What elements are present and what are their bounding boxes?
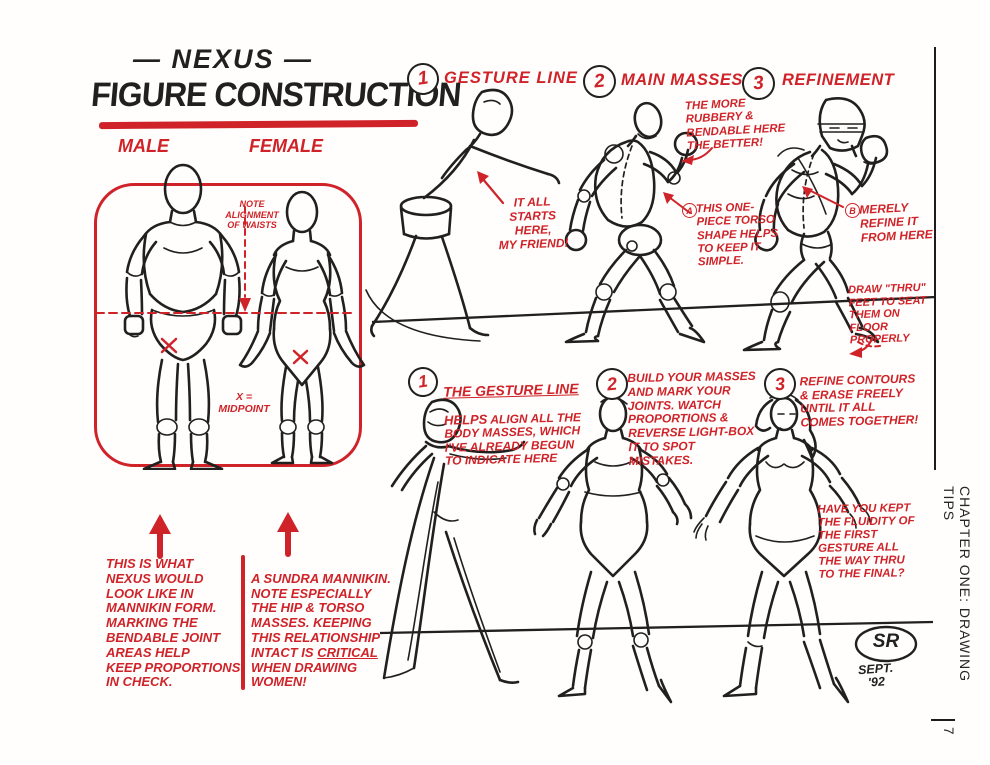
female-mannikin-drawing — [238, 190, 366, 465]
top-figure-refined-drawing — [742, 97, 889, 352]
one-piece-torso-note: THIS ONE- PIECE TORSO SHAPE HELPS TO KEE… — [695, 201, 779, 269]
male-mannikin-caption: THIS IS WHAT NEXUS WOULD LOOK LIKE IN MA… — [106, 556, 241, 690]
bottom-figure-refined-drawing — [693, 392, 871, 704]
mannikin-panel-frame — [94, 183, 362, 467]
gesture-line-lead: THE GESTURE LINE — [443, 379, 579, 400]
signature-date-year: '92 — [867, 674, 886, 690]
female-mannikin-caption: A SUNDRA MANNIKIN. NOTE ESPECIALLY THE H… — [251, 557, 391, 690]
female-caption-critical: CRITICAL — [317, 644, 378, 660]
merely-refine-note: MERELY REFINE IT FROM HERE — [858, 200, 933, 245]
rubbery-note: THE MORE RUBBERY & BENDABLE HERE THE BET… — [684, 97, 786, 153]
midpoint-note: X = MIDPOINT — [218, 391, 270, 416]
bottom-step-2-text: BUILD YOUR MASSES AND MARK YOUR JOINTS. … — [627, 368, 756, 468]
top-figure-gesture-drawing — [365, 88, 561, 342]
female-caption-post: WHEN DRAWING WOMEN! — [251, 659, 358, 690]
top-step-2-label: MAIN MASSES — [621, 71, 743, 89]
callout-a-mark: A — [682, 203, 697, 218]
artist-monogram: SR — [872, 631, 900, 652]
top-figure-masses-drawing — [564, 101, 706, 344]
draw-thru-feet-note: DRAW "THRU" FEET TO SEAT THEM ON FLOOR P… — [847, 281, 927, 347]
folio-tick — [931, 719, 955, 721]
chapter-running-head: CHAPTER ONE: DRAWING TIPS — [941, 486, 973, 683]
page-number: 7 — [941, 727, 956, 736]
female-label: FEMALE — [249, 136, 323, 156]
female-caption-pre: A SUNDRA MANNIKIN. NOTE ESPECIALLY THE H… — [251, 570, 391, 660]
fluidity-note: HAVE YOU KEPT THE FLUIDITY OF THE FIRST … — [817, 502, 915, 581]
bottom-step-3-text: REFINE CONTOURS & ERASE FREELY UNTIL IT … — [799, 371, 919, 430]
male-label: MALE — [118, 136, 169, 156]
starts-here-note: IT ALL STARTS HERE, MY FRIEND! — [498, 194, 569, 252]
waist-alignment-note: NOTE ALIGNMENT OF WAISTS — [225, 199, 279, 230]
artist-signature-oval — [854, 625, 918, 663]
bottom-figure-masses-drawing — [533, 395, 693, 704]
bottom-figure-gesture-drawing — [382, 398, 526, 684]
margin-rule — [934, 47, 936, 470]
series-title: — NEXUS — — [132, 44, 314, 74]
bottom-step-1-text: THE GESTURE LINE HELPS ALIGN ALL THE BOD… — [443, 368, 582, 468]
top-step-1-label: GESTURE LINE — [444, 69, 578, 87]
male-mannikin-drawing — [123, 163, 243, 470]
top-step-3-label: REFINEMENT — [782, 71, 895, 89]
callout-b-mark: B — [845, 203, 860, 218]
